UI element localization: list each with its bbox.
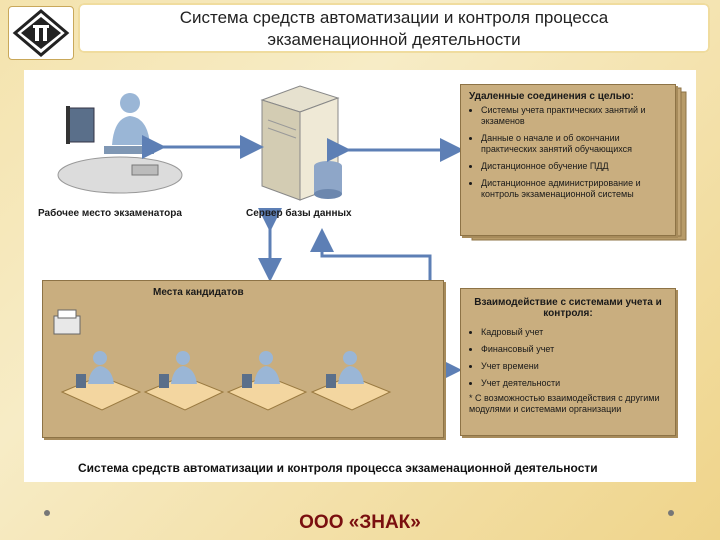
server-label: Сервер базы данных [246, 208, 352, 219]
printer-icon [53, 309, 81, 335]
list-item: Учет деятельности [481, 378, 667, 389]
candidates-box: Места кандидатов [42, 280, 444, 438]
candidate-workstation-icon [60, 351, 142, 411]
examiner-label: Рабочее место экзаменатора [38, 208, 182, 219]
candidates-label: Места кандидатов [153, 287, 244, 298]
candidate-workstation-icon [310, 351, 392, 411]
decor-dot [668, 510, 674, 516]
page-title: Система средств автоматизации и контроля… [78, 3, 710, 53]
candidate-workstation-icon [226, 351, 308, 411]
remote-title: Удаленные соединения с целью: [469, 91, 634, 102]
server-icon [260, 85, 342, 201]
list-item: Учет времени [481, 361, 667, 372]
interaction-box: Взаимодействие с системами учета и контр… [460, 288, 676, 436]
interaction-list: Кадровый учет Финансовый учет Учет време… [469, 327, 667, 389]
interaction-note: * С возможностью взаимодействия с другим… [469, 393, 660, 414]
candidate-workstation-icon [143, 351, 225, 411]
decor-dot [44, 510, 50, 516]
list-item: Дистанционное обучение ПДД [481, 161, 665, 172]
list-item: Кадровый учет [481, 327, 667, 338]
list-item: Системы учета практических занятий и экз… [481, 105, 665, 127]
examiner-workstation-icon [57, 93, 183, 194]
list-item: Финансовый учет [481, 344, 667, 355]
company-logo [8, 6, 74, 60]
list-item: Данные о начале и об окончании практичес… [481, 133, 665, 155]
list-item: Дистанционное администрирование и контро… [481, 178, 665, 200]
remote-connections-box: Удаленные соединения с целью: Системы уч… [460, 84, 676, 236]
logo-icon [12, 9, 70, 57]
diagram-caption: Система средств автоматизации и контроля… [78, 461, 598, 475]
remote-list: Системы учета практических занятий и экз… [469, 105, 665, 200]
interaction-title: Взаимодействие с системами учета и контр… [474, 297, 662, 319]
company-name: ООО «ЗНАК» [299, 512, 421, 533]
title-line-2: экзаменационной деятельности [267, 30, 521, 49]
title-line-1: Система средств автоматизации и контроля… [179, 8, 609, 27]
